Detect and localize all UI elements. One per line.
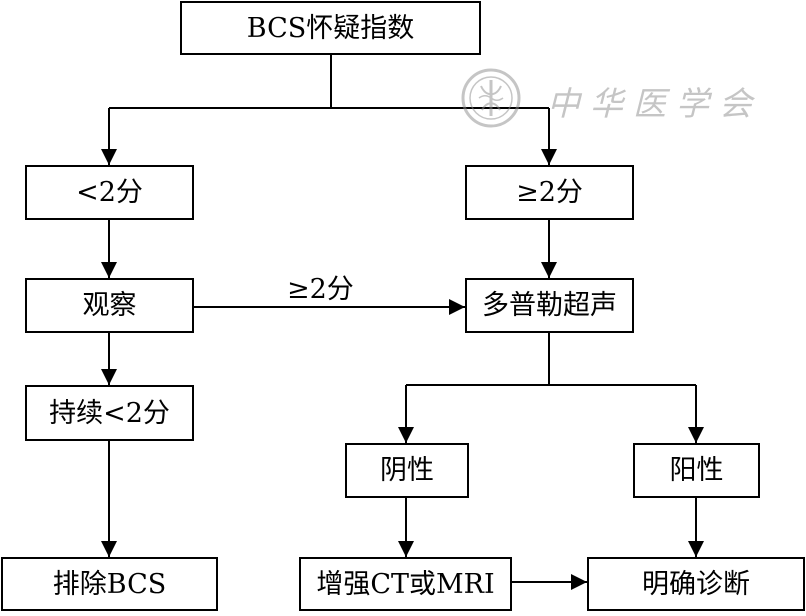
node-doppler-label: 多普勒超声 — [482, 290, 617, 321]
node-positive-label: 阳性 — [669, 455, 724, 486]
node-persist-lt2-label: 持续<2分 — [49, 397, 170, 429]
node-root: BCS怀疑指数 — [180, 1, 481, 55]
node-ct-mri-label: 增强CT或MRI — [316, 568, 495, 600]
node-ct-mri: 增强CT或MRI — [299, 557, 512, 611]
node-observe-label: 观察 — [82, 290, 137, 321]
node-ge2: ≥2分 — [465, 165, 634, 220]
node-lt2: <2分 — [25, 165, 194, 220]
node-observe: 观察 — [25, 278, 194, 333]
node-exclude-bcs: 排除BCS — [1, 557, 218, 611]
node-diagnosis-label: 明确诊断 — [642, 568, 750, 600]
watermark: 中华医学会 — [459, 66, 752, 130]
watermark-text: 中华医学会 — [547, 84, 762, 123]
edge-label-observe-to-doppler: ≥2分 — [287, 274, 354, 305]
node-diagnosis: 明确诊断 — [587, 557, 805, 611]
node-persist-lt2: 持续<2分 — [25, 385, 194, 441]
node-lt2-label: <2分 — [76, 177, 143, 208]
node-ge2-label: ≥2分 — [516, 177, 583, 208]
node-doppler: 多普勒超声 — [465, 278, 634, 333]
node-root-label: BCS怀疑指数 — [246, 12, 415, 44]
node-negative-label: 阴性 — [380, 455, 434, 486]
node-positive: 阳性 — [633, 443, 760, 498]
watermark-seal-icon — [461, 68, 521, 128]
node-exclude-bcs-label: 排除BCS — [52, 568, 167, 600]
node-negative: 阴性 — [345, 443, 469, 498]
